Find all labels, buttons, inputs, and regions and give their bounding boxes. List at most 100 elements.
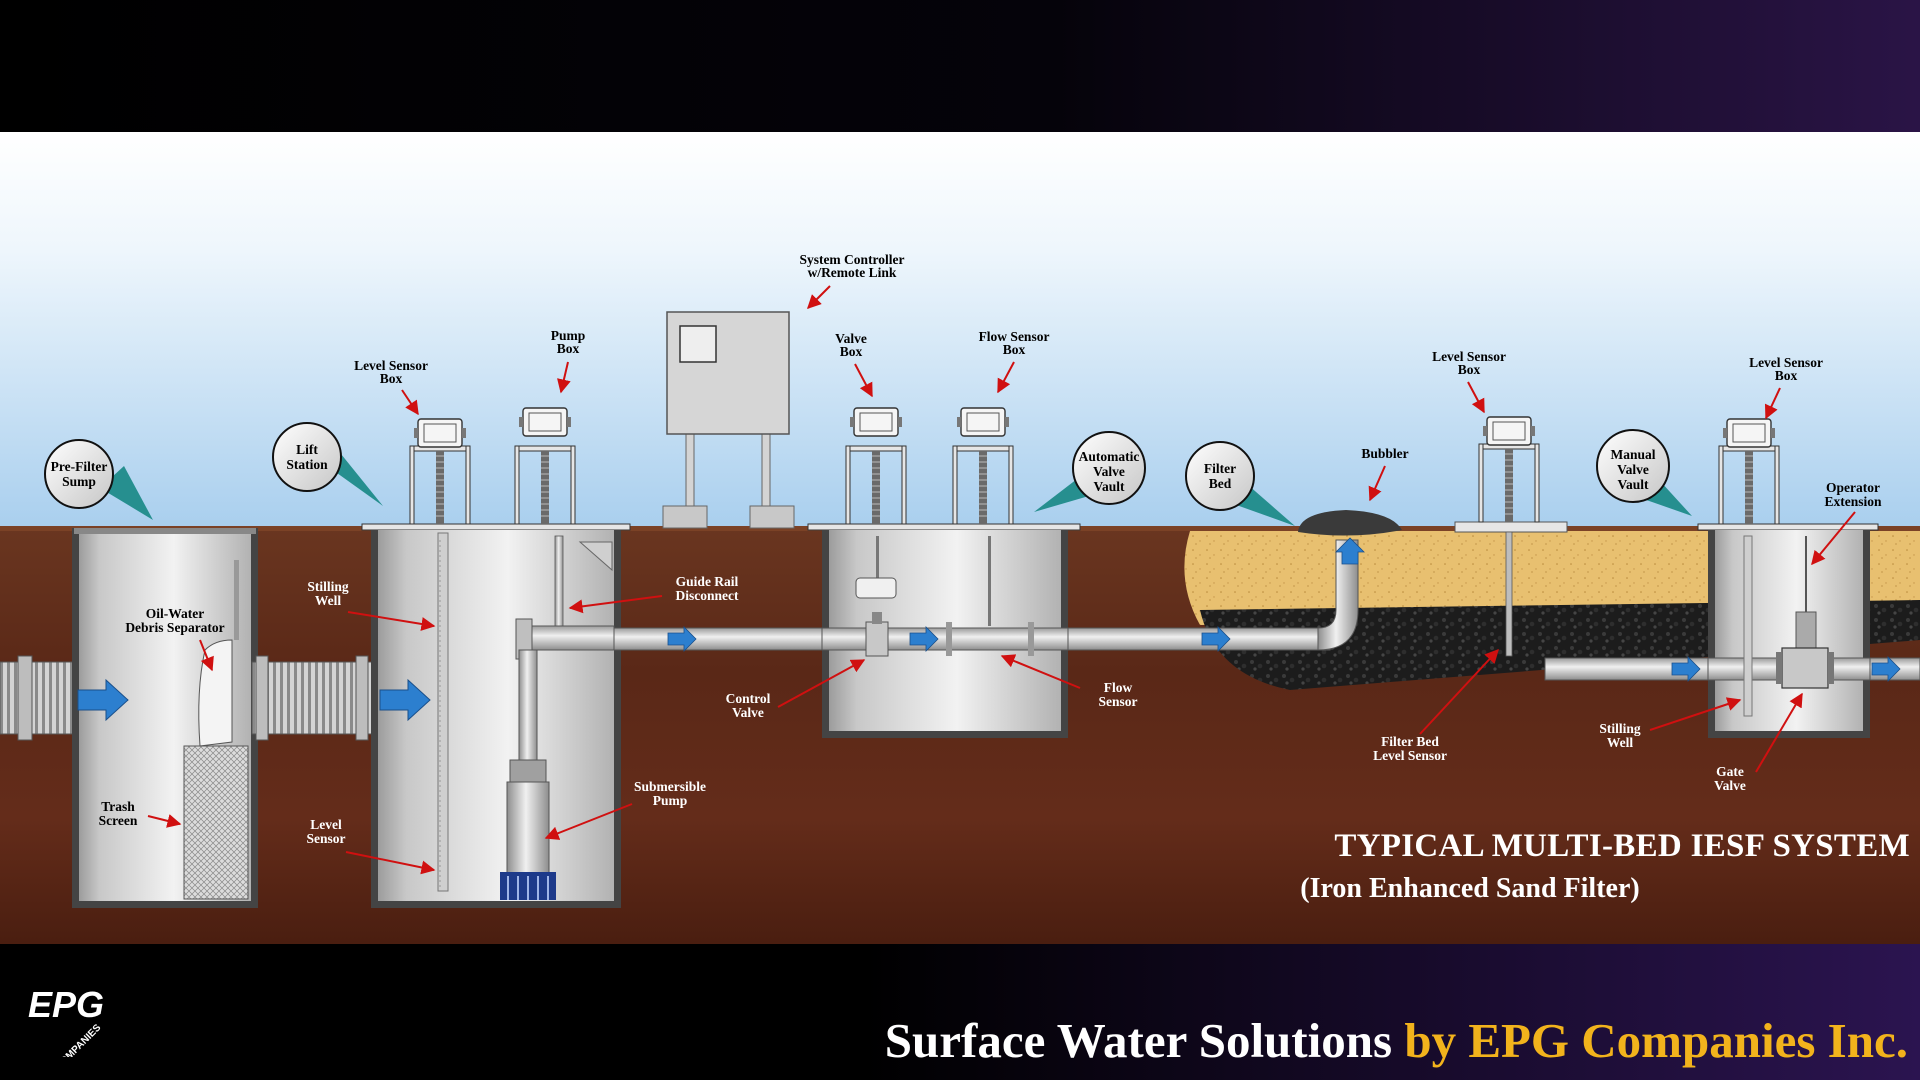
label-bubbler-line1: Bubbler <box>1361 446 1408 461</box>
bubble-auto-line2: Valve <box>1093 464 1125 479</box>
label-fsb-line2: Box <box>1003 342 1026 357</box>
label-fbls-line1: Filter Bed <box>1381 734 1439 749</box>
label-pump-line1: Submersible <box>634 779 706 794</box>
logo-mark: EPG <box>28 984 104 1025</box>
epg-logo: EPG COMPANIES <box>28 984 104 1057</box>
label-sw1-line2: Well <box>315 593 341 608</box>
system-title: TYPICAL MULTI-BED IESF SYSTEM <box>1334 828 1910 864</box>
automatic-valve-vault <box>807 407 1081 738</box>
label-pump-box-line2: Box <box>557 341 580 356</box>
label-opext-line2: Extension <box>1824 494 1882 509</box>
bubble-lift-line2: Station <box>286 457 328 472</box>
bottom-bar <box>0 944 1920 1080</box>
bubble-lift-line1: Lift <box>296 442 318 457</box>
label-gv-line2: Valve <box>1714 778 1746 793</box>
bubble-filterbed-line2: Bed <box>1209 476 1232 491</box>
label-fsb-line1: Flow Sensor <box>979 329 1050 344</box>
label-gv-line1: Gate <box>1716 764 1744 779</box>
label-lsb3-line2: Box <box>1775 368 1798 383</box>
inlet-pipe <box>0 661 77 735</box>
label-bubbler: Bubbler <box>1361 446 1408 461</box>
bubble-prefilter-line1: Pre-Filter <box>51 459 108 474</box>
label-sw1-line1: Stilling <box>307 579 349 594</box>
bubble-manual-line1: Manual <box>1610 447 1655 462</box>
label-lsb1-line1: Level Sensor <box>354 358 428 373</box>
footer-tagline: Surface Water Solutions by EPG Companies… <box>885 1012 1908 1069</box>
label-lsb3-line1: Level Sensor <box>1749 355 1823 370</box>
bubble-prefilter-line2: Sump <box>62 474 96 489</box>
label-pump-box-line1: Pump <box>551 328 586 343</box>
label-fbls-line2: Level Sensor <box>1373 748 1447 763</box>
label-valve-box-line2: Box <box>840 344 863 359</box>
label-opext-line1: Operator <box>1826 480 1880 495</box>
bubbler-riser <box>1317 539 1359 651</box>
bubble-manual-line3: Vault <box>1617 477 1649 492</box>
label-fs-line2: Sensor <box>1098 694 1137 709</box>
label-lsb1-line2: Box <box>380 371 403 386</box>
bubble-filterbed-line1: Filter <box>1204 461 1236 476</box>
label-trash-line2: Screen <box>99 813 138 828</box>
label-sw2-line2: Well <box>1607 735 1633 750</box>
label-valve-box-line1: Valve <box>835 331 867 346</box>
label-guide-line1: Guide Rail <box>676 574 739 589</box>
label-controller-line2: w/Remote Link <box>808 265 897 280</box>
label-pump-line2: Pump <box>653 793 688 808</box>
bubble-auto-line3: Vault <box>1093 479 1125 494</box>
bubbler <box>1298 510 1402 536</box>
label-guide-line2: Disconnect <box>676 588 739 603</box>
top-bar <box>0 0 1920 132</box>
label-oilwater-line2: Debris Separator <box>125 620 224 635</box>
lift-station <box>361 407 631 908</box>
label-cv-line2: Valve <box>732 705 764 720</box>
prefilter-sump <box>72 528 258 908</box>
label-oilwater-line1: Oil-Water <box>146 606 204 621</box>
label-lsb2-line2: Box <box>1458 362 1481 377</box>
label-lsb2-line1: Level Sensor <box>1432 349 1506 364</box>
label-ls-line2: Sensor <box>306 831 345 846</box>
label-trash-line1: Trash <box>101 799 135 814</box>
bubble-auto-line1: Automatic <box>1079 449 1140 464</box>
system-controller <box>662 311 795 529</box>
label-ls-line1: Level <box>310 817 342 832</box>
label-fs-line1: Flow <box>1104 680 1133 695</box>
filter-bed-level-sensor <box>1454 416 1568 657</box>
bubble-manual-line2: Valve <box>1617 462 1649 477</box>
label-controller-line1: System Controller <box>799 252 904 267</box>
discharge-pipe <box>613 627 829 651</box>
logo-text: COMPANIES <box>53 1022 103 1057</box>
label-sw2-line1: Stilling <box>1599 721 1641 736</box>
footer-part-2: by EPG Companies Inc. <box>1404 1013 1908 1068</box>
label-cv-line1: Control <box>726 691 771 706</box>
